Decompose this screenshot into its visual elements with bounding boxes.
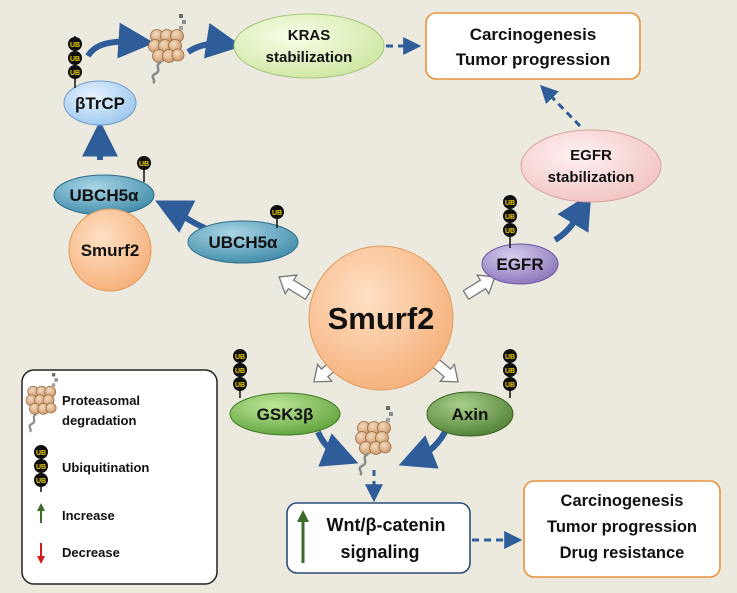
gsk3b-label: GSK3β xyxy=(257,405,314,424)
btrcp-label: βTrCP xyxy=(75,94,125,113)
hollow-arrow-to-ubch5a xyxy=(272,267,315,305)
svg-text:UB: UB xyxy=(70,56,80,63)
dashed-arrow-egfr-to-outcome xyxy=(539,84,582,128)
axin-node xyxy=(426,391,514,437)
wnt-label-line1: Wnt/β-catenin xyxy=(327,515,446,535)
svg-text:UB: UB xyxy=(505,214,515,221)
smurf2-main-node xyxy=(308,245,454,391)
svg-text:UB: UB xyxy=(36,478,46,485)
ub-ubch5a-left: UB xyxy=(137,156,151,182)
ub-ubch5a-mid: UB xyxy=(270,205,284,228)
svg-text:UB: UB xyxy=(505,200,515,207)
legend-decrease-icon xyxy=(37,543,45,564)
kras-label-line2: stabilization xyxy=(266,49,353,66)
legend-increase-icon xyxy=(37,503,45,523)
btrcp-node xyxy=(63,80,137,126)
smurf2-small-node xyxy=(68,208,152,292)
arrow-proteasome-to-kras xyxy=(186,22,243,59)
proteasome-icon-top xyxy=(147,12,188,85)
egfr-label: EGFR xyxy=(496,255,543,274)
ub-chain-gsk3b: UB UB UB xyxy=(233,349,247,398)
legend-ubiquitin-icon: UB UB UB xyxy=(34,445,48,492)
legend-ubiquitination: Ubiquitination xyxy=(62,460,149,475)
svg-text:UB: UB xyxy=(272,210,282,217)
ub-chain-egfr: UB UB UB xyxy=(503,195,517,248)
arrow-axin-to-proteasome xyxy=(398,430,448,469)
svg-text:UB: UB xyxy=(505,382,515,389)
egfr-node xyxy=(481,243,559,285)
ubch5a-left-label: UBCH5α xyxy=(69,186,139,205)
gsk3b-node xyxy=(229,392,341,436)
legend-proteasomal-line2: degradation xyxy=(62,413,136,428)
arrow-btrcp-to-proteasome xyxy=(85,22,155,59)
kras-stabilization-node xyxy=(233,13,385,79)
egfr-stab-line2: stabilization xyxy=(548,169,635,186)
axin-label: Axin xyxy=(452,405,489,424)
smurf2-small-label: Smurf2 xyxy=(81,241,140,260)
svg-text:UB: UB xyxy=(36,450,46,457)
svg-text:UB: UB xyxy=(505,354,515,361)
svg-text:UB: UB xyxy=(235,354,245,361)
svg-text:UB: UB xyxy=(505,368,515,375)
legend-proteasomal-line1: Proteasomal xyxy=(62,393,140,408)
ubch5a-mid-label: UBCH5α xyxy=(208,233,278,252)
egfr-stab-line1: EGFR xyxy=(570,147,612,164)
kras-label-line1: KRAS xyxy=(288,27,331,44)
arrow-egfr-to-stabilization xyxy=(553,192,592,243)
outcome-bottom-line2: Tumor progression xyxy=(547,518,697,536)
svg-text:UB: UB xyxy=(235,368,245,375)
arrow-ubch5a-mid-to-left xyxy=(155,200,207,233)
svg-text:UB: UB xyxy=(70,42,80,49)
outcome-bottom-line3: Drug resistance xyxy=(560,544,685,562)
outcome-top-line2: Tumor progression xyxy=(456,50,611,69)
svg-text:UB: UB xyxy=(505,228,515,235)
ubch5a-mid-node xyxy=(187,220,299,264)
svg-text:UB: UB xyxy=(235,382,245,389)
outcome-box-bottom xyxy=(523,480,721,578)
legend-box xyxy=(21,369,218,585)
smurf2-main-label: Smurf2 xyxy=(328,301,435,336)
outcome-top-line1: Carcinogenesis xyxy=(470,25,597,44)
wnt-box xyxy=(286,502,471,574)
ub-chain-btrcp: UB UB UB xyxy=(68,36,82,88)
legend-decrease: Decrease xyxy=(62,545,120,560)
outcome-box-top xyxy=(425,12,641,80)
ub-chain-axin: UB UB UB xyxy=(503,349,517,398)
svg-text:UB: UB xyxy=(36,464,46,471)
proteasome-icon-bottom xyxy=(354,404,395,477)
arrow-gsk3b-to-proteasome xyxy=(315,430,359,467)
outcome-bottom-line1: Carcinogenesis xyxy=(561,492,684,510)
svg-text:UB: UB xyxy=(70,70,80,77)
egfr-stabilization-node xyxy=(520,129,662,203)
wnt-label-line2: signaling xyxy=(340,542,419,562)
svg-text:UB: UB xyxy=(139,161,149,168)
legend-increase: Increase xyxy=(62,508,115,523)
